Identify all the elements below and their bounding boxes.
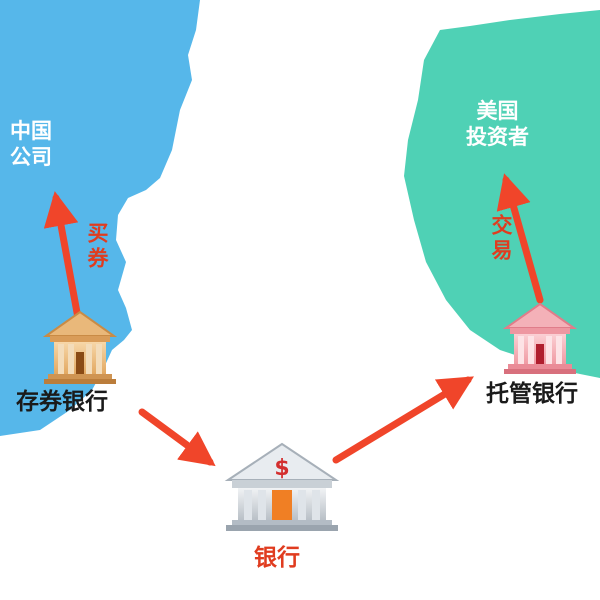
custodian-bank-icon [502,302,578,374]
arrow-trade [496,173,544,304]
bank-dollar-icon: $ [224,442,340,531]
us-investor-label: 美国 投资者 [466,98,529,150]
us-investor-line1: 美国 [476,98,519,123]
depositary-bank-icon [42,310,118,384]
buy-shares-label: 买券 [85,222,110,272]
dollar-symbol: $ [274,456,289,481]
bank-label: 银行 [254,544,300,571]
trade-label: 交易 [489,214,514,264]
custodian-bank-label: 托管银行 [486,380,578,407]
us-investor-line2: 投资者 [466,124,529,149]
china-landmass [0,0,200,436]
china-company-line1: 中国 [10,118,52,143]
arrow-depositary-to-bank [138,408,216,467]
depositary-bank-label: 存券银行 [16,388,108,415]
china-company-line2: 公司 [10,144,52,169]
china-company-label: 中国 公司 [10,118,52,170]
arrow-buy [43,191,82,322]
us-landmass [404,10,600,378]
arrow-bank-to-custodian [332,376,474,464]
